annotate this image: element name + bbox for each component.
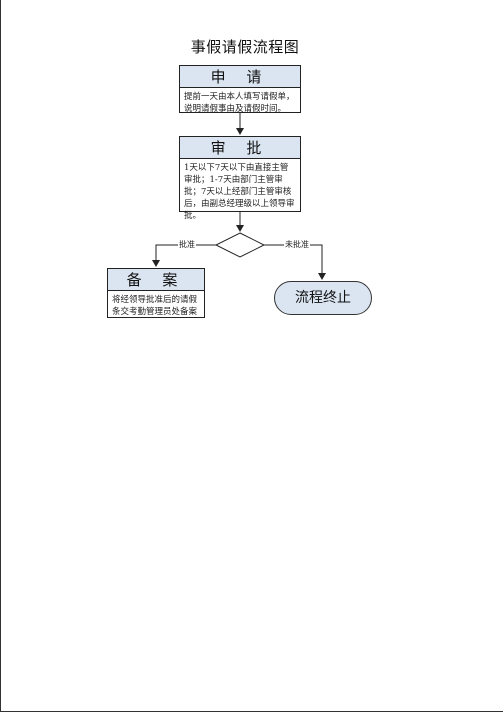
- approve-description: 1天以下7天以下由直接主管审批；1-7天由部门主管审批；7天以上经部门主管审核后…: [184, 163, 295, 221]
- approve-box: 审 批 1天以下7天以下由直接主管审批；1-7天由部门主管审批；7天以上经部门主…: [179, 136, 301, 221]
- record-description: 将经领导批准后的请假条交考勤管理员处备案: [112, 295, 198, 317]
- decision-diamond: [214, 232, 266, 258]
- record-heading: 备 案: [108, 269, 204, 291]
- record-box: 备 案 将经领导批准后的请假条交考勤管理员处备案: [107, 268, 205, 318]
- approve-heading: 审 批: [180, 137, 300, 159]
- edge-label-approved: 批准: [178, 239, 196, 250]
- page-title: 事假请假流程图: [190, 38, 300, 56]
- apply-description: 提前一天由本人填写请假单，说明请假事由及请假时间。: [184, 92, 295, 114]
- apply-box: 申 请 提前一天由本人填写请假单，说明请假事由及请假时间。: [179, 65, 301, 114]
- connector-decision-to-end: [264, 244, 326, 280]
- edge-label-rejected: 未批准: [284, 239, 310, 250]
- apply-heading: 申 请: [180, 66, 300, 88]
- end-node: 流程终止: [274, 281, 372, 315]
- connector-decision-to-record: [152, 244, 216, 267]
